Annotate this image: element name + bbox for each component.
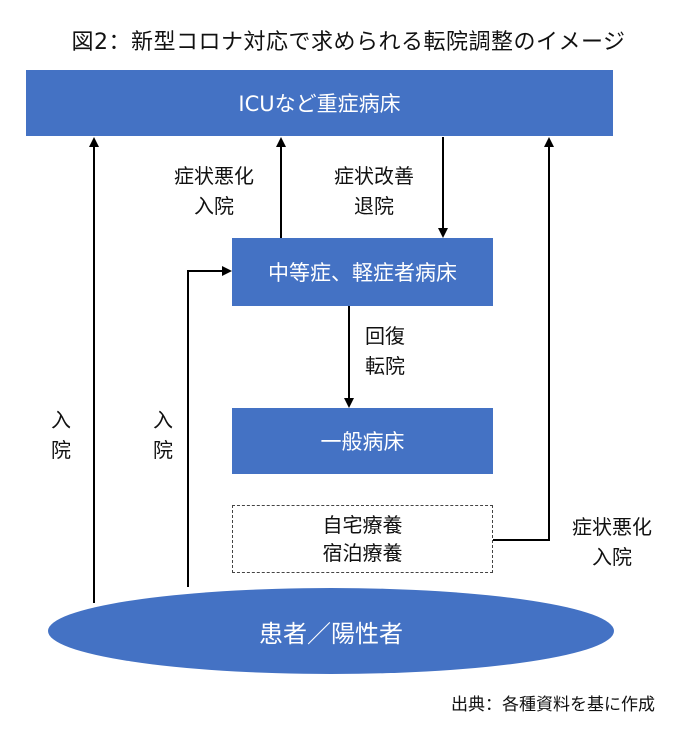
moderate-beds-box: 中等症、軽症者病床 [232, 238, 493, 306]
label-worsen-right-line1: 症状悪化 [572, 515, 652, 539]
label-worsen-admit-mid: 症状悪化 入院 [158, 161, 270, 221]
arrow-home-to-icu [493, 137, 554, 541]
general-beds-box: 一般病床 [232, 408, 493, 474]
label-recover-line1: 回復 [365, 324, 405, 348]
source-note: 出典：各種資料を基に作成 [451, 695, 655, 715]
label-improve-line2: 退院 [354, 194, 394, 218]
label-admit-left-line1: 入 [51, 408, 71, 432]
label-recover-transfer: 回復 転院 [355, 321, 415, 381]
icu-beds-box: ICUなど重症病床 [26, 70, 613, 136]
moderate-beds-label: 中等症、軽症者病床 [268, 261, 457, 285]
general-beds-label: 一般病床 [320, 430, 405, 454]
icu-beds-label: ICUなど重症病床 [238, 92, 401, 116]
label-improve-discharge: 症状改善 退院 [318, 161, 430, 221]
label-admit-center-line1: 入 [153, 408, 173, 432]
hotel-care-label: 宿泊療養 [322, 541, 403, 565]
label-worsen-mid-line1: 症状悪化 [174, 164, 254, 188]
home-hotel-care-box: 自宅療養 宿泊療養 [232, 505, 493, 573]
home-care-label: 自宅療養 [322, 513, 403, 537]
label-recover-line2: 転院 [365, 354, 405, 378]
label-admit-left: 入 院 [46, 405, 76, 465]
label-worsen-right-line2: 入院 [592, 545, 632, 569]
patients-label: 患者／陽性者 [259, 619, 403, 648]
label-admit-left-line2: 院 [51, 438, 71, 462]
label-admit-center-line2: 院 [153, 438, 173, 462]
label-worsen-admit-right: 症状悪化 入院 [556, 512, 668, 572]
arrow-patients-to-moderate [187, 266, 232, 587]
label-worsen-mid-line2: 入院 [194, 194, 234, 218]
diagram-title: 図2：新型コロナ対応で求められる転院調整のイメージ [71, 30, 626, 55]
label-improve-line1: 症状改善 [334, 164, 414, 188]
label-admit-center: 入 院 [148, 405, 178, 465]
patients-ellipse: 患者／陽性者 [48, 588, 614, 674]
